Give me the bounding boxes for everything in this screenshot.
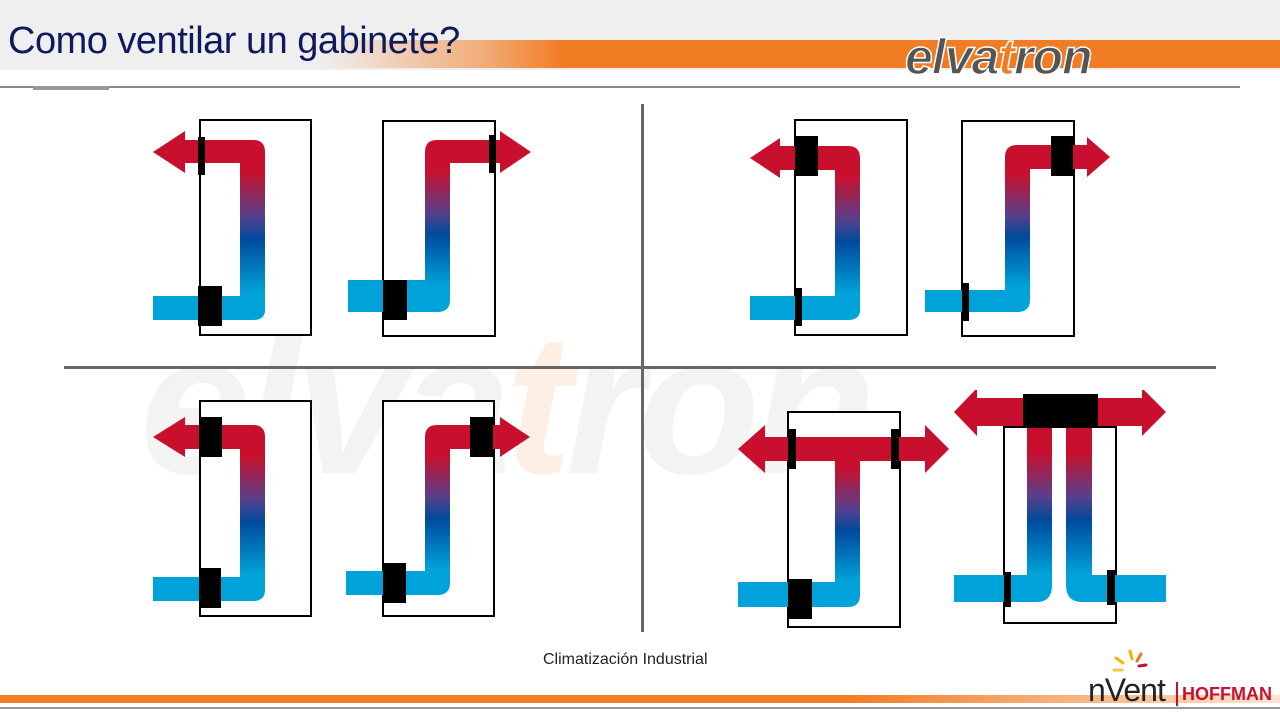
footer-caption: Climatización Industrial bbox=[543, 651, 708, 668]
diagram-top-right-2 bbox=[925, 120, 1110, 337]
logo-text-suffix: ron bbox=[1013, 28, 1093, 86]
diagram-top-right-1 bbox=[750, 119, 908, 336]
logo-text-prefix: elva bbox=[904, 28, 1000, 86]
diagram-bottom-right-2 bbox=[954, 390, 1166, 624]
header-orange-bar bbox=[0, 40, 1280, 68]
diagram-top-left-1 bbox=[153, 119, 312, 336]
diagram-top-left-2 bbox=[348, 120, 531, 337]
quadrant-divider-horizontal bbox=[64, 366, 1216, 369]
elvatron-logo: elvatron bbox=[904, 28, 1093, 86]
brand-separator bbox=[1176, 682, 1178, 706]
nvent-wordmark: nVent bbox=[1088, 672, 1166, 708]
hoffman-wordmark: HOFFMAN bbox=[1182, 684, 1272, 704]
nvent-hoffman-logo: nVent HOFFMAN bbox=[1088, 648, 1278, 710]
header-divider bbox=[0, 86, 1240, 88]
watermark-accent: t bbox=[505, 293, 572, 516]
sunburst-icon bbox=[1112, 649, 1148, 672]
footer-divider bbox=[0, 707, 1280, 709]
diagram-bottom-left-2 bbox=[346, 400, 530, 617]
page-title: Como ventilar un gabinete? bbox=[8, 20, 460, 62]
diagram-bottom-right-1 bbox=[738, 411, 949, 628]
logo-text-accent: t bbox=[998, 28, 1016, 86]
header-divider-accent bbox=[33, 86, 109, 90]
footer-orange-bar bbox=[0, 695, 1280, 703]
quadrant-divider-vertical bbox=[641, 104, 644, 632]
diagram-bottom-left-1 bbox=[153, 400, 312, 617]
